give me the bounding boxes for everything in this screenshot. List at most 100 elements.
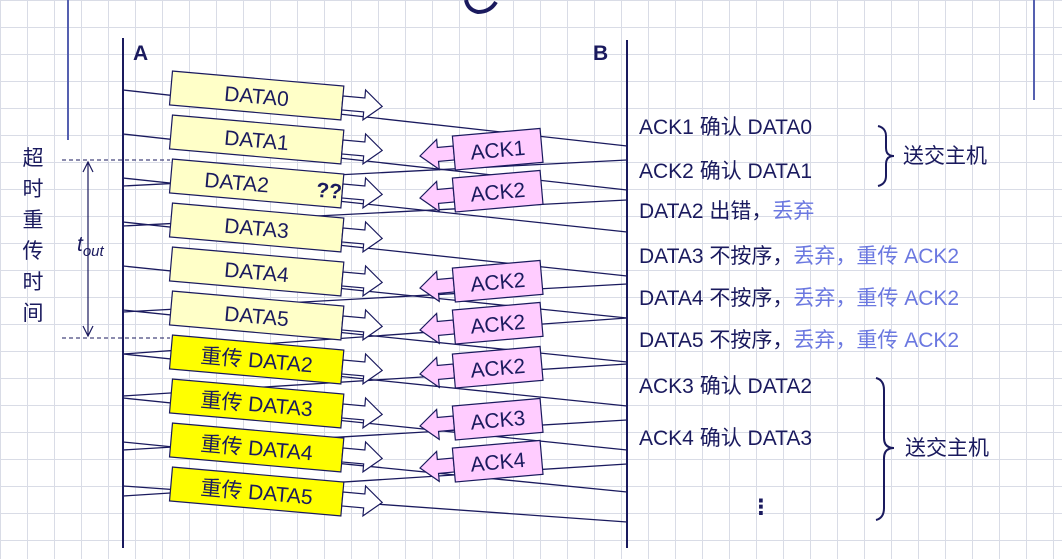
event-part: 重传 ACK2 <box>856 287 959 310</box>
ack-label: ACK4 <box>470 449 527 477</box>
timeout-char-4: 时 <box>23 271 44 294</box>
right-arrow-icon <box>341 132 384 166</box>
frame-label: DATA4 <box>223 259 290 288</box>
left-arrow-icon <box>419 138 456 171</box>
ack-frame-6: ACK4 <box>419 439 544 483</box>
ack-box <box>451 259 544 303</box>
deliver-label-bottom: 送交主机 <box>905 437 989 460</box>
data-frame-1: DATA1 <box>168 114 384 166</box>
arrow-up-icon <box>82 160 94 173</box>
data-frame-9: 重传 DATA5 <box>168 466 384 518</box>
timeout-sub: out <box>83 243 105 260</box>
event-part: 丢弃， <box>793 245 856 268</box>
timeout-char-5: 间 <box>23 302 44 325</box>
event-line-0: ACK1 确认 DATA0 <box>639 116 812 139</box>
frame-label: DATA3 <box>223 215 289 244</box>
deliver-label-top: 送交主机 <box>903 145 987 168</box>
ack-label: ACK2 <box>470 311 527 339</box>
data-frame-7: 重传 DATA3 <box>168 378 384 430</box>
left-arrow-icon <box>419 270 456 303</box>
data-frame-0: DATA0 <box>168 70 384 122</box>
timeout-char-3: 传 <box>23 240 44 263</box>
right-arrow-icon <box>341 264 384 298</box>
ack-frame-0: ACK1 <box>419 127 544 171</box>
event-part: DATA2 出错， <box>639 200 772 223</box>
event-part: 丢弃， <box>793 287 856 310</box>
left-arrow-icon <box>419 180 456 213</box>
event-part: DATA4 不按序， <box>639 287 793 310</box>
ack-box <box>451 397 544 441</box>
error-mark: ?? <box>315 179 343 204</box>
right-arrow-icon <box>341 396 384 430</box>
ack-label: ACK2 <box>470 355 527 383</box>
event-part: ACK3 确认 DATA2 <box>639 375 812 398</box>
left-arrow-icon <box>419 356 456 389</box>
data-frame-3: DATA3 <box>168 202 384 254</box>
data-frame-5: DATA5 <box>168 290 384 342</box>
decor-title-fragment <box>464 0 498 15</box>
station-a-label: A <box>133 42 148 65</box>
ack-label: ACK1 <box>470 137 527 165</box>
ack-label: ACK2 <box>470 269 527 297</box>
event-line-3: DATA3 不按序，丢弃，重传 ACK2 <box>639 245 959 268</box>
ellipsis: ⋮ <box>751 496 772 519</box>
right-arrow-icon <box>341 88 384 122</box>
event-line-2: DATA2 出错，丢弃 <box>639 200 814 223</box>
decorative-lines <box>67 0 1035 140</box>
event-part: 丢弃， <box>793 329 856 352</box>
event-part: DATA5 不按序， <box>639 329 793 352</box>
right-arrow-icon <box>341 176 384 210</box>
left-arrow-icon <box>419 450 456 483</box>
timeout-char-2: 重 <box>23 209 44 232</box>
station-b-label: B <box>593 42 608 65</box>
event-line-4: DATA4 不按序，丢弃，重传 ACK2 <box>639 287 959 310</box>
frame-label: DATA1 <box>223 127 289 156</box>
ack-box <box>451 345 544 389</box>
event-line-1: ACK2 确认 DATA1 <box>639 160 812 183</box>
right-arrow-icon <box>341 352 384 386</box>
event-part: 重传 ACK2 <box>856 245 959 268</box>
ack-frame-1: ACK2 <box>419 169 544 213</box>
ack-box <box>451 169 544 213</box>
data-frame-6: 重传 DATA2 <box>168 334 384 386</box>
right-arrow-icon <box>341 484 384 518</box>
timeout-base: t <box>77 233 84 256</box>
right-arrow-icon <box>341 440 384 474</box>
event-part: ACK1 确认 DATA0 <box>639 116 812 139</box>
ack-label: ACK2 <box>470 179 527 207</box>
arrow-down-icon <box>82 325 94 338</box>
timeout-char-0: 超 <box>23 147 44 170</box>
event-part: ACK2 确认 DATA1 <box>639 160 812 183</box>
left-arrow-icon <box>419 312 456 345</box>
event-line-7: ACK4 确认 DATA3 <box>639 427 812 450</box>
data-frame-8: 重传 DATA4 <box>168 422 384 474</box>
ack-box <box>451 301 544 345</box>
data-frame-4: DATA4 <box>168 246 384 298</box>
bracket-top <box>877 125 895 187</box>
event-line-6: ACK3 确认 DATA2 <box>639 375 812 398</box>
frame-label: DATA0 <box>223 83 289 112</box>
timeout-symbol: tout <box>77 233 105 260</box>
event-part: 重传 ACK2 <box>856 329 959 352</box>
ack-frame-2: ACK2 <box>419 259 544 303</box>
event-part: DATA3 不按序， <box>639 245 793 268</box>
ack-label: ACK3 <box>470 407 527 435</box>
ack-frame-3: ACK2 <box>419 301 544 345</box>
left-arrow-icon <box>419 408 456 441</box>
ack-box <box>451 127 544 171</box>
event-part: ACK4 确认 DATA3 <box>639 427 812 450</box>
ack-box <box>451 439 544 483</box>
right-arrow-icon <box>341 220 384 254</box>
frame-label: DATA2 <box>203 169 269 198</box>
right-arrow-icon <box>341 308 384 342</box>
frame-label: DATA5 <box>223 303 289 332</box>
timeout-char-1: 时 <box>23 178 44 201</box>
ack-frame-5: ACK3 <box>419 397 544 441</box>
